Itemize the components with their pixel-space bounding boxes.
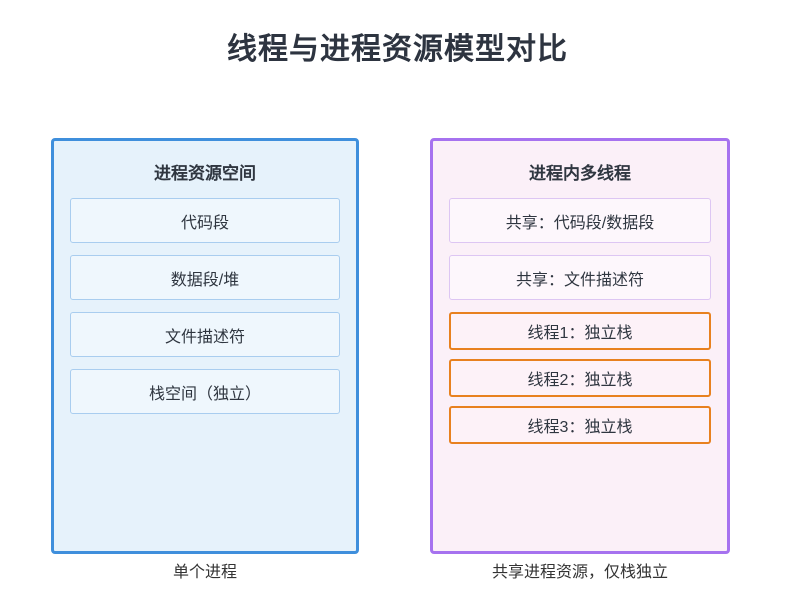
thread-item-list: 共享：代码段/数据段 共享：文件描述符 线程1：独立栈 线程2：独立栈 线程3：… <box>433 198 727 444</box>
thread-item-3: 线程3：独立栈 <box>449 406 711 444</box>
process-panel-header: 进程资源空间 <box>154 164 256 183</box>
thread-item-2: 线程2：独立栈 <box>449 359 711 397</box>
page-title: 线程与进程资源模型对比 <box>227 33 568 66</box>
process-item-stack-space: 栈空间（独立） <box>70 369 340 414</box>
shared-item-code-data-segment: 共享：代码段/数据段 <box>449 198 711 243</box>
process-item-code-segment: 代码段 <box>70 198 340 243</box>
process-resource-panel: 进程资源空间 代码段 数据段/堆 文件描述符 栈空间（独立） <box>51 138 359 554</box>
process-item-file-descriptor: 文件描述符 <box>70 312 340 357</box>
thread-panel-header: 进程内多线程 <box>529 164 631 183</box>
thread-panel: 进程内多线程 共享：代码段/数据段 共享：文件描述符 线程1：独立栈 线程2：独… <box>430 138 730 554</box>
thread-item-1: 线程1：独立栈 <box>449 312 711 350</box>
process-item-data-segment-heap: 数据段/堆 <box>70 255 340 300</box>
shared-item-file-descriptor: 共享：文件描述符 <box>449 255 711 300</box>
thread-panel-caption: 共享进程资源，仅栈独立 <box>491 564 668 581</box>
process-item-list: 代码段 数据段/堆 文件描述符 栈空间（独立） <box>54 198 356 414</box>
process-panel-caption: 单个进程 <box>172 564 237 581</box>
